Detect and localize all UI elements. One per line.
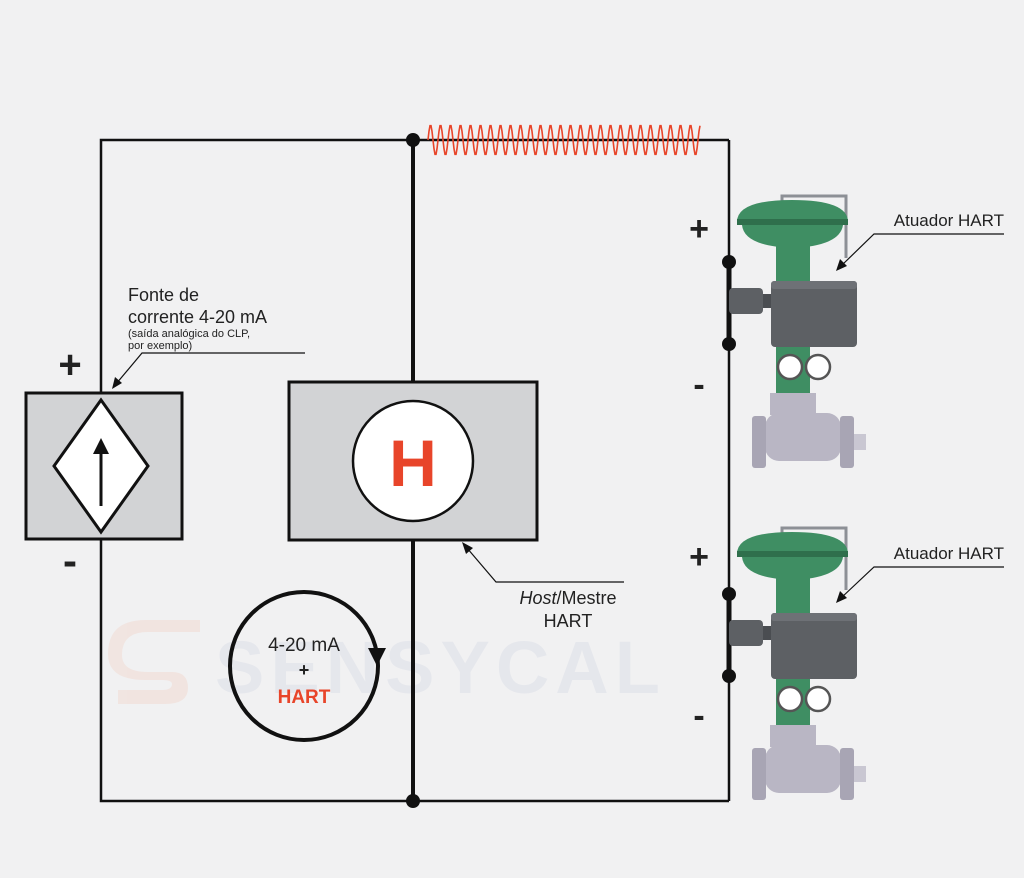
valve-gauge-left bbox=[776, 685, 804, 713]
loop-line2: + bbox=[299, 660, 310, 680]
actuator-1-terminal-plus bbox=[722, 255, 736, 269]
junction-top bbox=[406, 133, 420, 147]
valve-diaphragm-rim bbox=[737, 551, 848, 557]
loop-line3: HART bbox=[278, 687, 331, 708]
watermark: SENSYCAL bbox=[108, 620, 666, 709]
actuator-2-terminal-plus bbox=[722, 587, 736, 601]
actuator-1-terminal-minus bbox=[722, 337, 736, 351]
valve-bonnet bbox=[770, 725, 816, 747]
host-leader-arrow-icon bbox=[462, 542, 473, 554]
actuator-2-leader-line bbox=[840, 566, 1004, 599]
wire-left-bottom bbox=[99, 539, 729, 803]
arrow-head-icon bbox=[93, 438, 109, 454]
actuator-1-leader-arrow-icon bbox=[836, 259, 847, 271]
host-symbol: H bbox=[389, 426, 437, 500]
source-label-line2: corrente 4-20 mA bbox=[128, 307, 267, 327]
actuator-1-plus-sign: + bbox=[689, 210, 709, 248]
actuator-1: + - Atuador HART bbox=[689, 194, 1004, 468]
valve-diaphragm bbox=[737, 200, 848, 222]
valve-gauge-left bbox=[776, 353, 804, 381]
valve-diaphragm-lower bbox=[742, 225, 843, 248]
wires bbox=[99, 138, 731, 803]
valve-flange-right bbox=[840, 416, 854, 468]
host-label-line2: HART bbox=[544, 611, 593, 631]
loop-arrow-icon bbox=[368, 648, 386, 666]
valve-positioner bbox=[771, 613, 857, 679]
actuator-2-minus-sign: - bbox=[693, 697, 704, 735]
valve-bonnet bbox=[770, 393, 816, 415]
current-source: + - Fonte de corrente 4-20 mA (saída ana… bbox=[24, 285, 305, 584]
wire-left-top bbox=[99, 138, 413, 393]
valve-diaphragm bbox=[737, 532, 848, 554]
watermark-logo-icon bbox=[108, 620, 200, 704]
valve-flange-right bbox=[840, 748, 854, 800]
valve-positioner-top bbox=[771, 613, 857, 621]
host-label-line1: Host/Mestre bbox=[519, 588, 616, 608]
valve-side-box bbox=[729, 288, 763, 314]
host-circle bbox=[351, 399, 475, 523]
valve-diaphragm-rim bbox=[737, 219, 848, 225]
valve-pipe-right bbox=[854, 766, 866, 782]
source-note-line2: por exemplo) bbox=[128, 340, 192, 352]
control-valve-icon bbox=[729, 526, 866, 800]
host-label-italic: Host bbox=[519, 588, 557, 608]
valve-flange-left bbox=[752, 748, 766, 800]
source-leader-line bbox=[115, 352, 305, 385]
valve-body bbox=[765, 413, 841, 461]
valve-gauge-right bbox=[804, 353, 832, 381]
actuator-1-leader-line bbox=[840, 233, 1004, 267]
valve-body bbox=[765, 745, 841, 793]
junction-bottom bbox=[406, 794, 420, 808]
actuator-1-minus-sign: - bbox=[693, 366, 704, 404]
source-leader-arrow-icon bbox=[112, 377, 122, 389]
control-valve-icon bbox=[729, 194, 866, 468]
valve-gauge-right bbox=[804, 685, 832, 713]
watermark-text: SENSYCAL bbox=[215, 626, 666, 709]
valve-pipe-right bbox=[854, 434, 866, 450]
loop-circle bbox=[228, 590, 380, 742]
actuator-2-plus-sign: + bbox=[689, 538, 709, 576]
valve-positioner bbox=[771, 281, 857, 347]
actuator-2-leader-arrow-icon bbox=[836, 591, 847, 603]
actuator-2-label: Atuador HART bbox=[894, 544, 1004, 563]
actuator-2: + - Atuador HART bbox=[689, 526, 1004, 800]
host-label-rest: /Mestre bbox=[557, 588, 617, 608]
actuator-2-terminal-minus bbox=[722, 669, 736, 683]
actuator-1-label: Atuador HART bbox=[894, 211, 1004, 230]
source-label-line1: Fonte de bbox=[128, 285, 199, 305]
valve-positioner-top bbox=[771, 281, 857, 289]
source-plus-sign: + bbox=[58, 343, 81, 387]
valve-diaphragm-lower bbox=[742, 557, 843, 580]
hart-host: H Host/Mestre HART bbox=[287, 380, 624, 631]
source-minus-sign: - bbox=[63, 537, 77, 584]
loop-indicator: 4-20 mA + HART bbox=[228, 590, 386, 742]
hart-signal-wave bbox=[427, 124, 701, 156]
host-leader-line bbox=[466, 547, 624, 583]
valve-flange-left bbox=[752, 416, 766, 468]
valve-side-box bbox=[729, 620, 763, 646]
source-note-line1: (saída analógica do CLP, bbox=[128, 328, 250, 340]
loop-line1: 4-20 mA bbox=[268, 635, 340, 656]
